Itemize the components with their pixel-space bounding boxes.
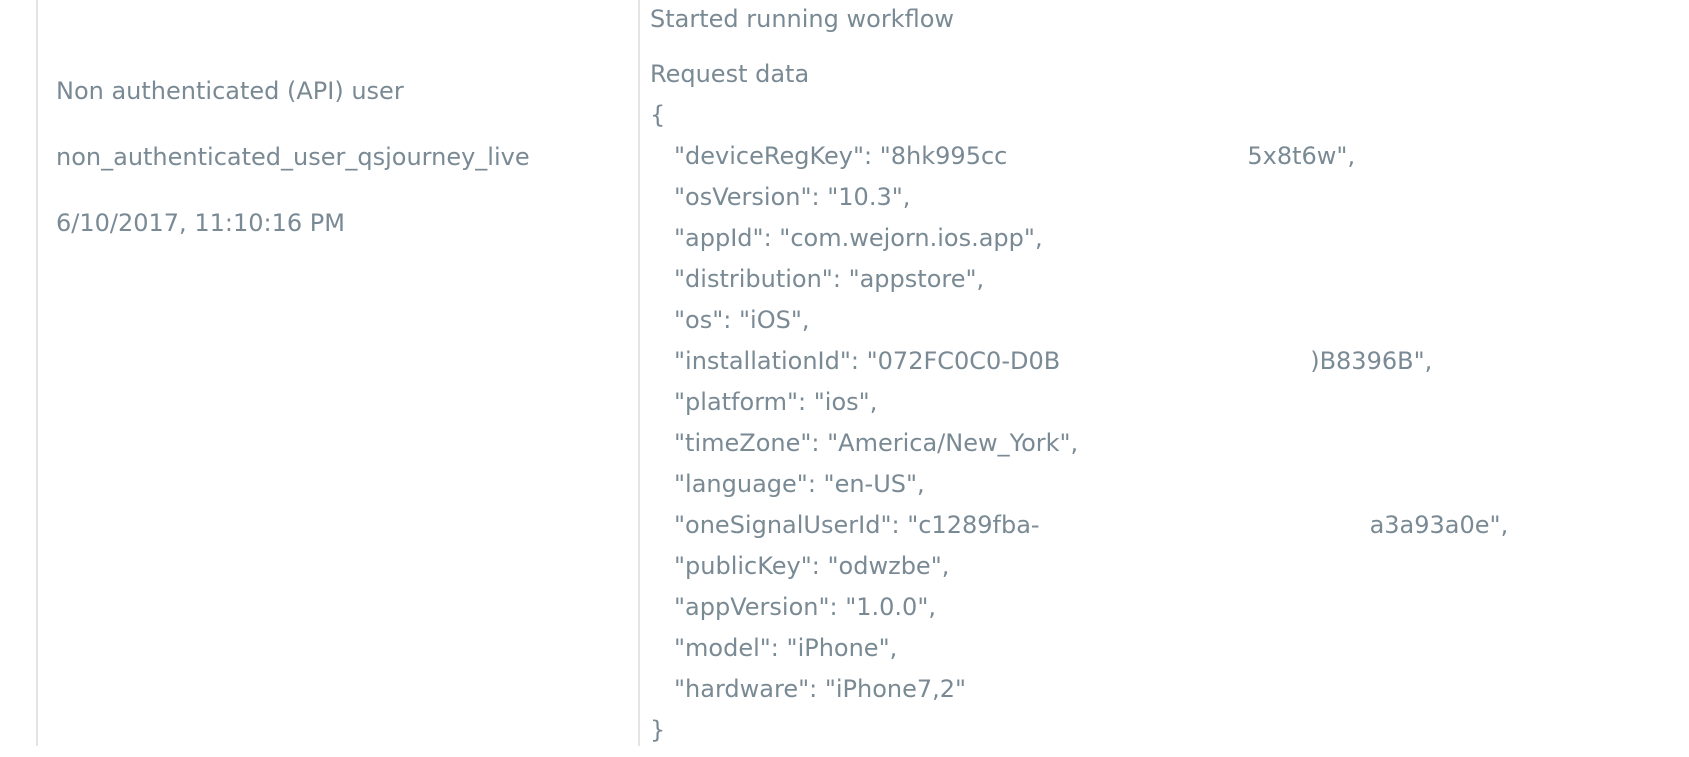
json-text-segment: "appVersion": "1.0.0", [674,593,936,621]
json-line: "language": "en-US", [650,464,1689,505]
json-line: "appVersion": "1.0.0", [650,587,1689,628]
json-line: "model": "iPhone", [650,628,1689,669]
redaction-gap [1060,368,1310,369]
request-data-block: Request data { "deviceRegKey": "8hk995cc 5… [650,54,1689,746]
json-text-segment: "timeZone": "America/New_York", [674,429,1079,457]
log-event-cell: Started running workflow Request data { "… [640,0,1689,746]
json-text-segment: "publicKey": "odwzbe", [674,552,950,580]
log-timestamp: 6/10/2017, 11:10:16 PM [56,209,345,237]
user-display-name: Non authenticated (API) user [56,77,404,105]
json-text-segment: "distribution": "appstore", [674,265,985,293]
json-line: "timeZone": "America/New_York", [650,423,1689,464]
json-text-segment: "oneSignalUserId": "c1289fba- [674,511,1040,539]
request-json-body: { "deviceRegKey": "8hk995cc 5x8t6w", "osVer… [650,95,1689,746]
json-text-segment: "platform": "ios", [674,388,878,416]
json-line: "distribution": "appstore", [650,259,1689,300]
redaction-gap [1040,532,1370,533]
json-text-segment: } [650,716,666,744]
json-text-segment: "os": "iOS", [674,306,810,334]
json-text-segment: "model": "iPhone", [674,634,898,662]
redaction-gap [1007,163,1247,164]
json-line: { [650,95,1689,136]
json-text-segment: "osVersion": "10.3", [674,183,911,211]
json-text-segment: "language": "en-US", [674,470,925,498]
json-text-segment: "hardware": "iPhone7,2" [674,675,967,703]
log-user-cell: Non authenticated (API) user non_authent… [38,0,640,746]
json-line: "deviceRegKey": "8hk995cc 5x8t6w", [650,136,1689,177]
json-line: "installationId": "072FC0C0-D0B )B8396B", [650,341,1689,382]
json-line: "publicKey": "odwzbe", [650,546,1689,587]
event-title: Started running workflow [650,5,955,33]
json-text-segment: a3a93a0e", [1369,511,1509,539]
json-text-segment: { [650,101,666,129]
json-line: "os": "iOS", [650,300,1689,341]
json-text-segment: "appId": "com.wejorn.ios.app", [674,224,1043,252]
json-line: "hardware": "iPhone7,2" [650,669,1689,710]
json-line: "platform": "ios", [650,382,1689,423]
json-line: "osVersion": "10.3", [650,177,1689,218]
json-line: "appId": "com.wejorn.ios.app", [650,218,1689,259]
json-text-segment: 5x8t6w", [1247,142,1356,170]
request-data-label: Request data [650,60,810,88]
json-text-segment: "installationId": "072FC0C0-D0B [674,347,1061,375]
json-line: "oneSignalUserId": "c1289fba-a3a93a0e", [650,505,1689,546]
json-text-segment: )B8396B", [1310,347,1433,375]
audit-log-entry-row: Non authenticated (API) user non_authent… [36,0,1689,746]
json-line: } [650,710,1689,746]
json-text-segment: "deviceRegKey": "8hk995cc [674,142,1008,170]
user-id: non_authenticated_user_qsjourney_live [56,143,530,171]
